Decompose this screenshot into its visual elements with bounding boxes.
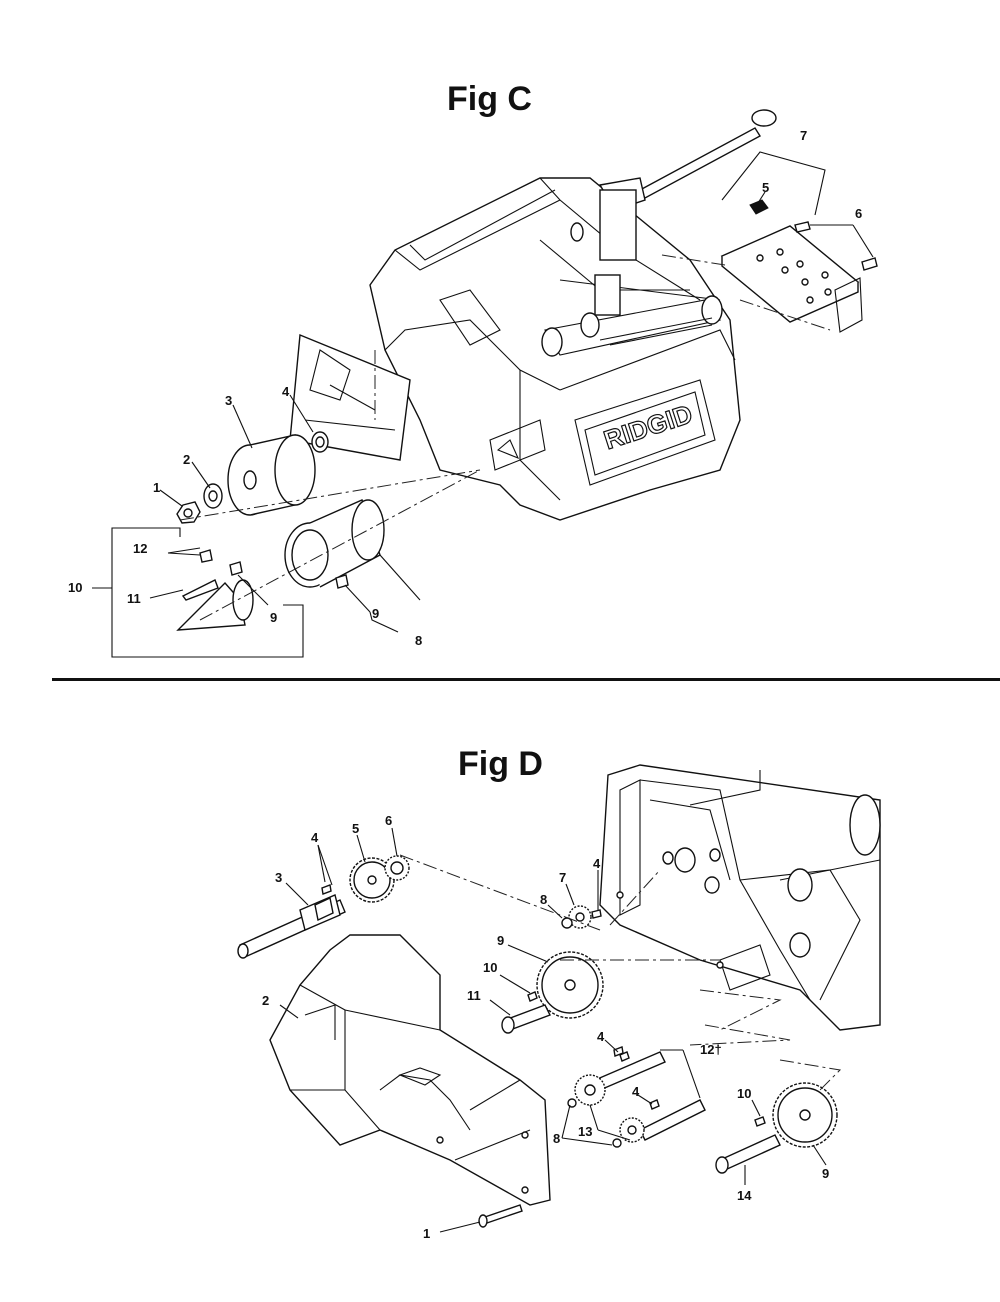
callout-c-12: 12 — [133, 541, 147, 556]
callout-c-8: 8 — [415, 633, 422, 648]
callout-c-1: 1 — [153, 480, 160, 495]
washer-2 — [203, 483, 223, 509]
gear-housing-frame — [599, 764, 881, 1031]
gear-6 — [384, 855, 410, 881]
callout-d-12: 12† — [700, 1042, 722, 1057]
callout-d-4c: 4 — [597, 1029, 605, 1044]
callout-c-2: 2 — [183, 452, 190, 467]
callout-c-9a: 9 — [372, 606, 379, 621]
carriage-handle — [570, 109, 777, 338]
pipe-machine-carriage — [369, 177, 741, 521]
gear-5 — [349, 857, 395, 903]
callout-d-9b: 9 — [822, 1166, 829, 1181]
bushing-4 — [311, 431, 329, 453]
figure-d-title: Fig D — [458, 745, 543, 783]
spacer-3 — [227, 434, 316, 516]
callout-d-1: 1 — [423, 1226, 430, 1241]
screws-6 — [794, 221, 878, 271]
callout-c-7: 7 — [800, 128, 807, 143]
callout-d-5: 5 — [352, 821, 359, 836]
callout-d-14: 14 — [737, 1188, 752, 1203]
callout-c-9b: 9 — [270, 610, 277, 625]
callout-c-6: 6 — [855, 206, 862, 221]
callout-c-4: 4 — [282, 384, 290, 399]
gears-13 — [567, 1074, 645, 1148]
callout-c-11: 11 — [127, 591, 141, 606]
centering-cone — [176, 549, 254, 631]
callout-d-4b: 4 — [593, 856, 601, 871]
callout-d-7: 7 — [559, 870, 566, 885]
callout-d-6: 6 — [385, 813, 392, 828]
figure-c-title: Fig C — [447, 80, 532, 118]
callout-d-2: 2 — [262, 993, 269, 1008]
callout-d-10b: 10 — [737, 1086, 751, 1101]
gear-9-lower — [772, 1082, 838, 1148]
shaft-3 — [237, 894, 346, 959]
rear-bracket — [661, 151, 863, 333]
callout-d-4a: 4 — [311, 830, 319, 845]
callout-c-5: 5 — [762, 180, 769, 195]
callout-d-11: 11 — [467, 988, 481, 1003]
nut-1 — [176, 501, 201, 524]
screw-1 — [478, 1204, 523, 1228]
figure-c-diagram: RIDGID — [68, 109, 878, 658]
shaft-11 — [501, 991, 551, 1034]
callout-d-3: 3 — [275, 870, 282, 885]
callout-c-10: 10 — [68, 580, 82, 595]
callout-d-8b: 8 — [553, 1131, 560, 1146]
figure-divider — [52, 678, 1000, 681]
shaft-14 — [715, 1116, 781, 1174]
centering-tube — [289, 333, 411, 461]
callout-d-8a: 8 — [540, 892, 547, 907]
gear-7 — [561, 905, 602, 929]
pins-4 — [321, 884, 624, 1057]
sleeve-8 — [284, 499, 385, 589]
callout-c-3: 3 — [225, 393, 232, 408]
gear-9-upper — [536, 951, 604, 1019]
callout-d-9a: 9 — [497, 933, 504, 948]
callout-d-10a: 10 — [483, 960, 497, 975]
callout-d-4d: 4 — [632, 1084, 640, 1099]
callout-d-13: 13 — [578, 1124, 592, 1139]
nut-5 — [749, 199, 769, 215]
gear-cover — [269, 934, 551, 1206]
